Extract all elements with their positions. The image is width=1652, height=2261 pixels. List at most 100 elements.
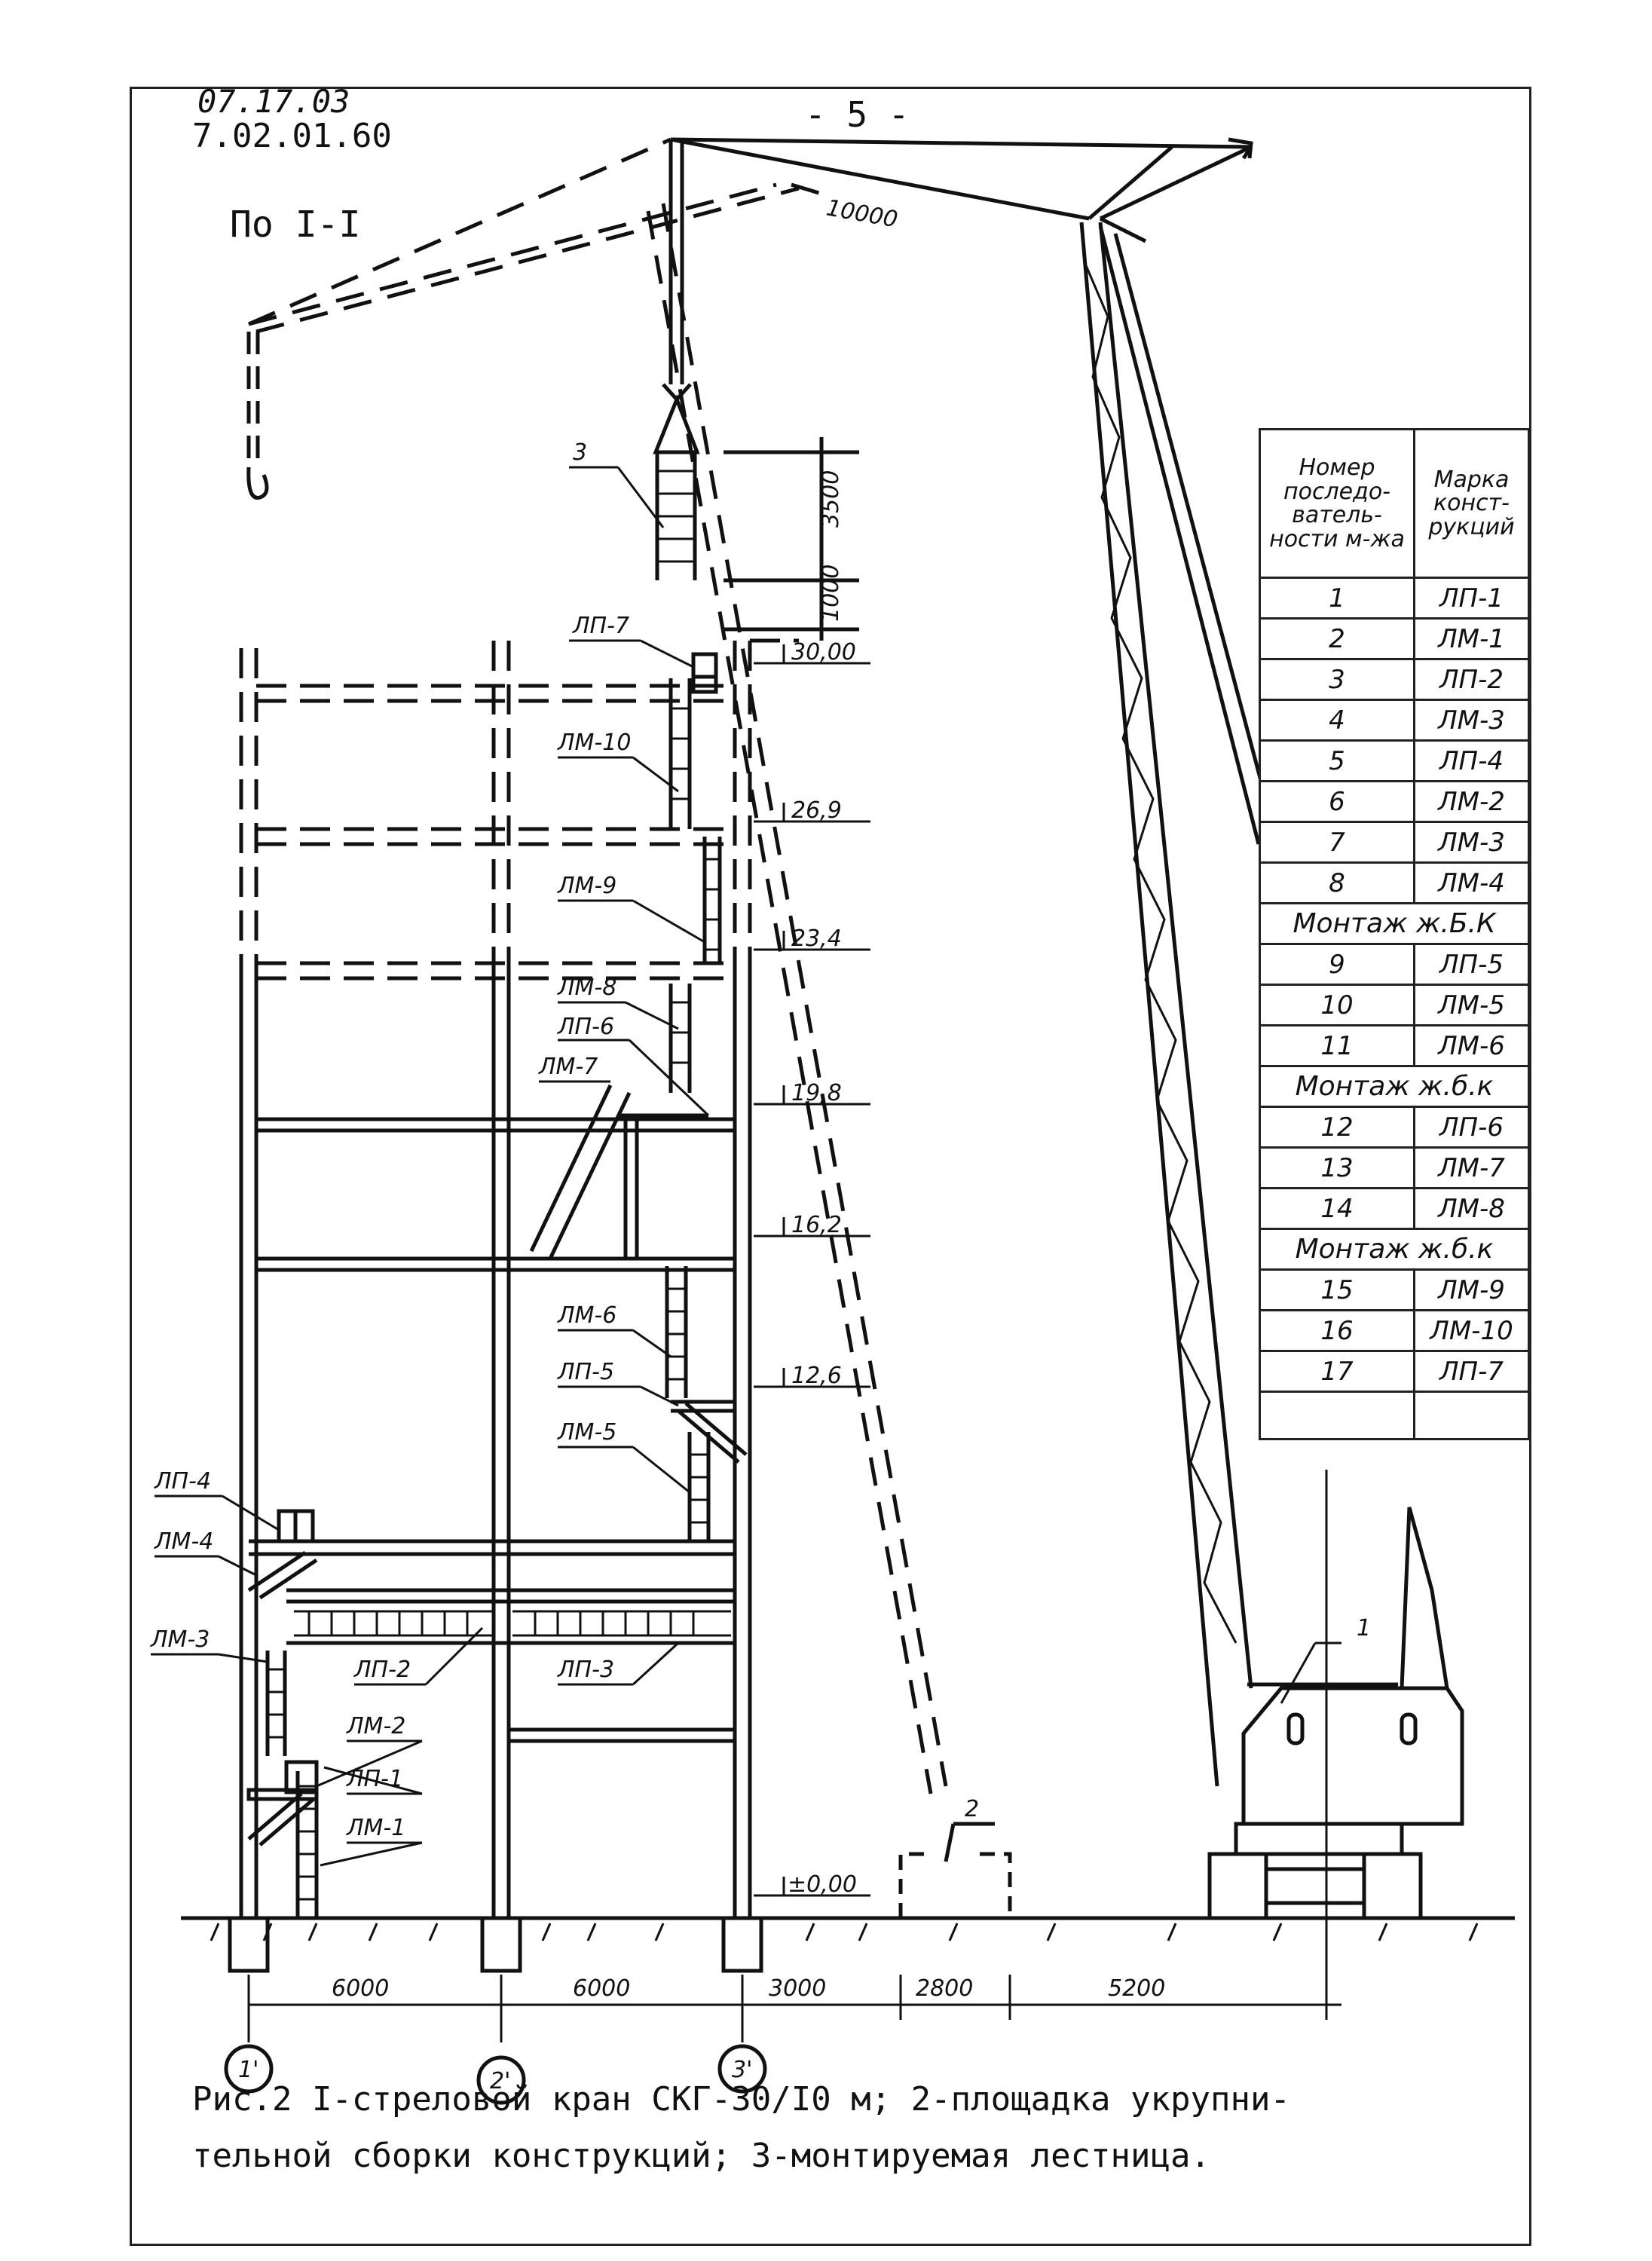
figure-caption-line-2: тельной сборки конструкций; 3-монтируема…	[192, 2137, 1211, 2175]
axis-2: 2'	[490, 2068, 510, 2094]
table-row: Монтаж ж.б.к	[1259, 1065, 1530, 1108]
dim-3000: 3000	[769, 1975, 826, 2002]
table-cell-mark: ЛМ-6	[1413, 1024, 1530, 1067]
foundation-2	[480, 1916, 522, 1973]
table-cell-mark: ЛМ-5	[1413, 984, 1530, 1026]
table-group-row: Монтаж ж.б.к	[1259, 1228, 1530, 1271]
table-group-row: Монтаж ж.Б.К	[1259, 902, 1530, 945]
table-cell-mark: ЛМ-3	[1413, 821, 1530, 864]
table-cell-mark: ЛМ-8	[1413, 1187, 1530, 1230]
table-cell-mark: ЛМ-9	[1413, 1268, 1530, 1311]
label-lm8: ЛМ-8	[557, 974, 616, 1001]
boom-length-label: 10000	[824, 194, 900, 233]
label-lp6: ЛП-6	[557, 1014, 614, 1040]
label-lm5: ЛМ-5	[557, 1419, 616, 1446]
label-lp7: ЛП-7	[572, 613, 629, 639]
elevation-12-6: 12,6	[791, 1363, 842, 1389]
table-row: Монтаж ж.б.к	[1259, 1228, 1530, 1271]
label-lm2: ЛМ-2	[346, 1713, 405, 1739]
table-cell-mark: ЛП-1	[1413, 577, 1530, 620]
elevation-16-2: 16,2	[791, 1212, 842, 1238]
marker-2-platform: 2	[965, 1796, 979, 1822]
dim-2800: 2800	[916, 1975, 973, 2002]
table-cell-mark: ЛМ-1	[1413, 617, 1530, 660]
table-cell-mark: ЛП-2	[1413, 658, 1530, 701]
boom-line-left	[1079, 222, 1219, 1787]
page-number: - 5 -	[805, 94, 910, 135]
table-cell-number: 10	[1259, 984, 1415, 1026]
table-cell-number: 9	[1259, 943, 1415, 986]
table-header-mark: Марка конст-рукций	[1413, 428, 1530, 579]
crane-window-1	[1286, 1712, 1305, 1745]
table-cell-mark: ЛП-4	[1413, 739, 1530, 782]
dim-1000-label: 1000	[818, 564, 844, 622]
table-cell-number: 6	[1259, 780, 1415, 823]
document-code: 7.02.01.60	[192, 117, 392, 155]
figure-caption-line-1: Рис.2 I-стреловой кран СКГ-30/I0 м; 2-пл…	[192, 2080, 1290, 2119]
table-cell-number: 17	[1259, 1350, 1415, 1393]
crane-cab	[1241, 1686, 1464, 1826]
foundation-3	[721, 1916, 763, 1973]
elevation-26-9: 26,9	[791, 797, 842, 824]
crane-track-left	[1207, 1852, 1268, 1920]
axis-1: 1'	[238, 2057, 259, 2083]
table-cell-mark: ЛМ-3	[1413, 699, 1530, 742]
elevation-19-8: 19,8	[791, 1080, 842, 1106]
table-cell-number: 2	[1259, 617, 1415, 660]
label-lp4: ЛП-4	[154, 1468, 211, 1495]
elevation-30: 30,00	[791, 639, 856, 665]
table-cell-mark: ЛМ-4	[1413, 861, 1530, 904]
table-cell-mark: ЛМ-7	[1413, 1146, 1530, 1189]
boom-line-right	[1098, 222, 1253, 1689]
elevation-0: ±0,00	[788, 1871, 857, 1898]
elevation-23-4: 23,4	[791, 926, 842, 952]
crane-window-2	[1400, 1712, 1418, 1745]
label-lp2: ЛП-2	[353, 1657, 411, 1683]
dim-6000-a: 6000	[332, 1975, 389, 2002]
label-lm1: ЛМ-1	[346, 1815, 405, 1841]
table-cell-mark: ЛП-6	[1413, 1106, 1530, 1149]
table-row: Монтаж ж.Б.К	[1259, 902, 1530, 945]
label-lm4: ЛМ-4	[154, 1528, 213, 1555]
table-cell-number: 5	[1259, 739, 1415, 782]
label-lm10: ЛМ-10	[557, 730, 631, 756]
table-cell-mark: ЛП-5	[1413, 943, 1530, 986]
label-lp1: ЛП-1	[346, 1766, 403, 1792]
assembly-sequence-table: Номер последо-ватель-ности м-жа Марка ко…	[1259, 428, 1530, 1440]
table-cell-mark: ЛМ-2	[1413, 780, 1530, 823]
table-cell-number: 4	[1259, 699, 1415, 742]
label-lm7: ЛМ-7	[538, 1054, 598, 1080]
drawing-frame	[130, 87, 1531, 2246]
table-cell-number: 7	[1259, 821, 1415, 864]
marker-1-crane: 1	[1357, 1615, 1371, 1641]
table-group-row: Монтаж ж.б.к	[1259, 1065, 1530, 1108]
label-lm6: ЛМ-6	[557, 1302, 616, 1329]
label-lm9: ЛМ-9	[557, 873, 616, 899]
marker-3-ladder: 3	[573, 439, 587, 466]
crane-track-right	[1362, 1852, 1423, 1920]
table-cell-mark: ЛМ-10	[1413, 1309, 1530, 1352]
foundation-1	[228, 1916, 270, 1973]
table-cell-number: 1	[1259, 577, 1415, 620]
table-cell-number: 11	[1259, 1024, 1415, 1067]
table-cell-number: 16	[1259, 1309, 1415, 1352]
axis-3: 3'	[732, 2057, 752, 2083]
